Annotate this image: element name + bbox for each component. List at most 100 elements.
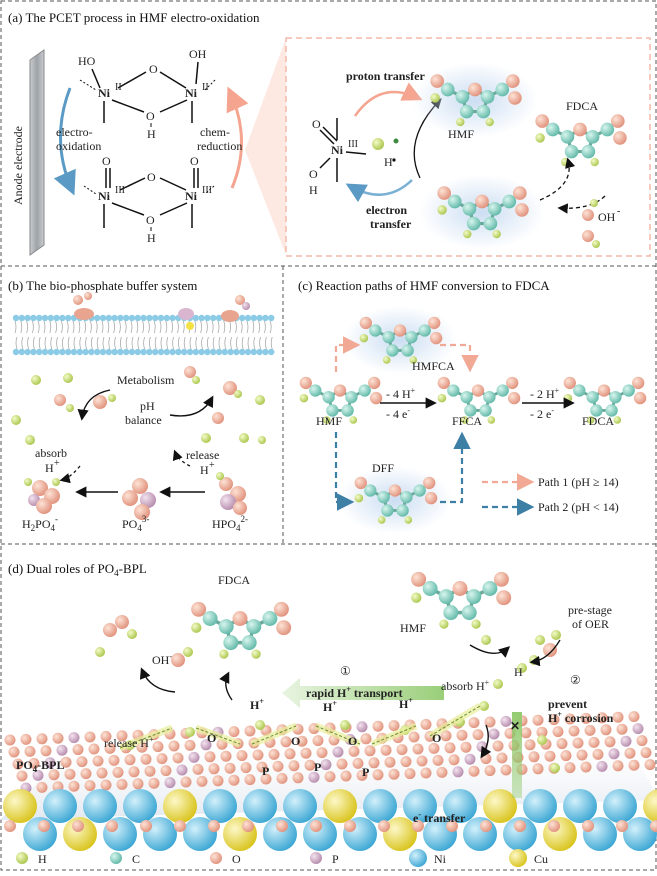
legend-c: C	[132, 852, 140, 866]
p-label: P	[262, 764, 269, 778]
atom-o	[548, 714, 560, 726]
anode-label: Anode electrode	[11, 126, 25, 205]
atom-h	[11, 415, 21, 425]
panel-c: (c) Reaction paths of HMF conversion to …	[298, 278, 647, 535]
atom-o	[140, 820, 152, 832]
lipid-head	[123, 348, 130, 356]
atom-o	[84, 731, 96, 743]
atom-o	[428, 316, 441, 330]
atom-o	[515, 203, 529, 217]
electron-transfer-arrow	[345, 179, 413, 203]
lipid-tail	[149, 336, 151, 350]
h-plus-label: H+	[250, 697, 264, 712]
atom-h	[251, 649, 261, 659]
atom-h	[377, 516, 386, 524]
atom-ni	[563, 789, 597, 823]
lipid-head	[41, 348, 49, 356]
lipid-head	[262, 348, 269, 356]
atom-o	[132, 478, 148, 494]
atom-o	[452, 581, 468, 596]
lipid-tail	[264, 320, 266, 334]
atom-o	[512, 186, 527, 200]
panel-b-title: (b) The bio-phosphate buffer system	[8, 278, 197, 293]
atom-p	[200, 739, 212, 751]
step2-top: - 2 H+	[530, 386, 560, 401]
atom-c	[483, 390, 496, 404]
atom-ni	[83, 789, 117, 823]
lipid-head	[256, 348, 263, 356]
prevent-corrosion-bar	[512, 712, 522, 798]
o-label: O	[207, 731, 216, 745]
lipid-head	[239, 348, 246, 356]
atom-c	[262, 611, 278, 626]
atom-o	[96, 767, 108, 779]
lipid-head	[99, 348, 107, 356]
atom-o	[576, 749, 588, 761]
lipid-head	[140, 314, 147, 322]
atom-o	[411, 571, 427, 587]
atom-o	[528, 751, 540, 763]
atom-o	[600, 724, 612, 736]
atom-c	[460, 390, 473, 404]
atom-o	[507, 391, 521, 405]
atom-c	[202, 611, 218, 626]
atom-h	[354, 493, 364, 503]
atom-c	[464, 404, 477, 417]
lipid-tail	[50, 336, 53, 350]
path2-dff-ffca	[440, 431, 471, 504]
atom-o	[360, 733, 372, 745]
atom-o	[372, 720, 384, 732]
atom-p	[332, 746, 344, 758]
cross-mark: ✕	[510, 719, 520, 733]
proton-channel-line	[119, 727, 173, 749]
atom-o	[36, 781, 48, 793]
atom-o	[156, 753, 168, 765]
atom-p	[188, 751, 200, 763]
chem-reduction-label-2: reduction	[197, 139, 242, 153]
atom-o	[184, 366, 196, 378]
fdca-label-d: FDCA	[218, 573, 250, 587]
atom-h	[299, 393, 309, 403]
atom-o	[496, 590, 512, 606]
inset-ni-sup: III	[348, 139, 358, 150]
atom-o	[184, 739, 196, 751]
lipid-tail	[137, 336, 140, 350]
atom-o	[336, 758, 348, 770]
atom-o	[84, 292, 92, 300]
atom-h	[340, 720, 350, 730]
atom-p	[308, 771, 320, 783]
bond	[159, 202, 188, 216]
bond	[195, 61, 199, 85]
atom-h	[493, 679, 503, 689]
lipid-tail	[200, 320, 202, 334]
membrane-protein	[178, 308, 194, 320]
atom-ni	[463, 817, 497, 851]
lipid-head	[198, 314, 205, 322]
atom-o	[632, 376, 645, 390]
lipid-tail	[177, 320, 179, 334]
atom-o	[72, 744, 84, 756]
atom-o	[124, 754, 136, 766]
atom-o	[115, 615, 129, 629]
atom-h	[191, 622, 202, 633]
atom-o	[628, 711, 640, 723]
metabolism-arrow-left	[77, 389, 111, 421]
h-atom	[592, 240, 600, 248]
atom-c	[462, 202, 477, 216]
lipid-tail	[236, 336, 238, 350]
atom-o	[208, 820, 220, 832]
atom-o	[456, 729, 468, 741]
lipid-head	[94, 348, 101, 356]
atom-h	[550, 763, 560, 773]
atom-h	[108, 394, 116, 402]
lipid-head	[221, 348, 228, 356]
atom-c	[326, 404, 339, 417]
atom-o	[532, 714, 544, 726]
path1-hmfca-ffca	[440, 343, 479, 373]
atom-o	[412, 820, 424, 832]
atom-o	[650, 820, 657, 832]
lipid-head	[123, 314, 130, 322]
lipid-tail	[72, 320, 75, 334]
atom-o	[471, 384, 485, 397]
